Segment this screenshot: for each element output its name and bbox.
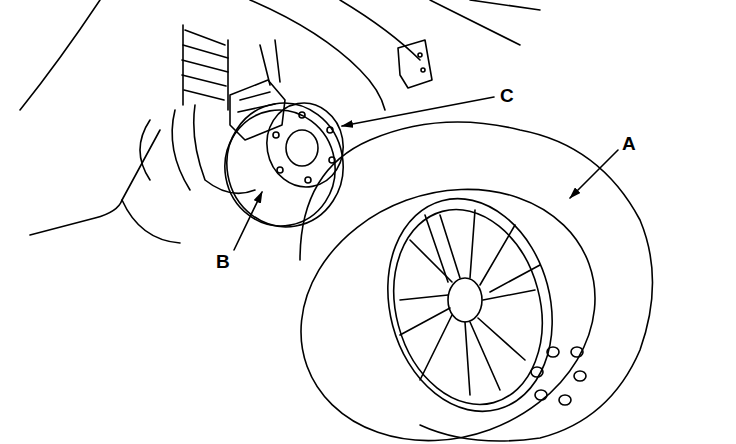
callout-letter: A bbox=[620, 134, 638, 153]
callout-letter: B bbox=[214, 252, 232, 271]
callout-letter: C bbox=[498, 86, 516, 105]
